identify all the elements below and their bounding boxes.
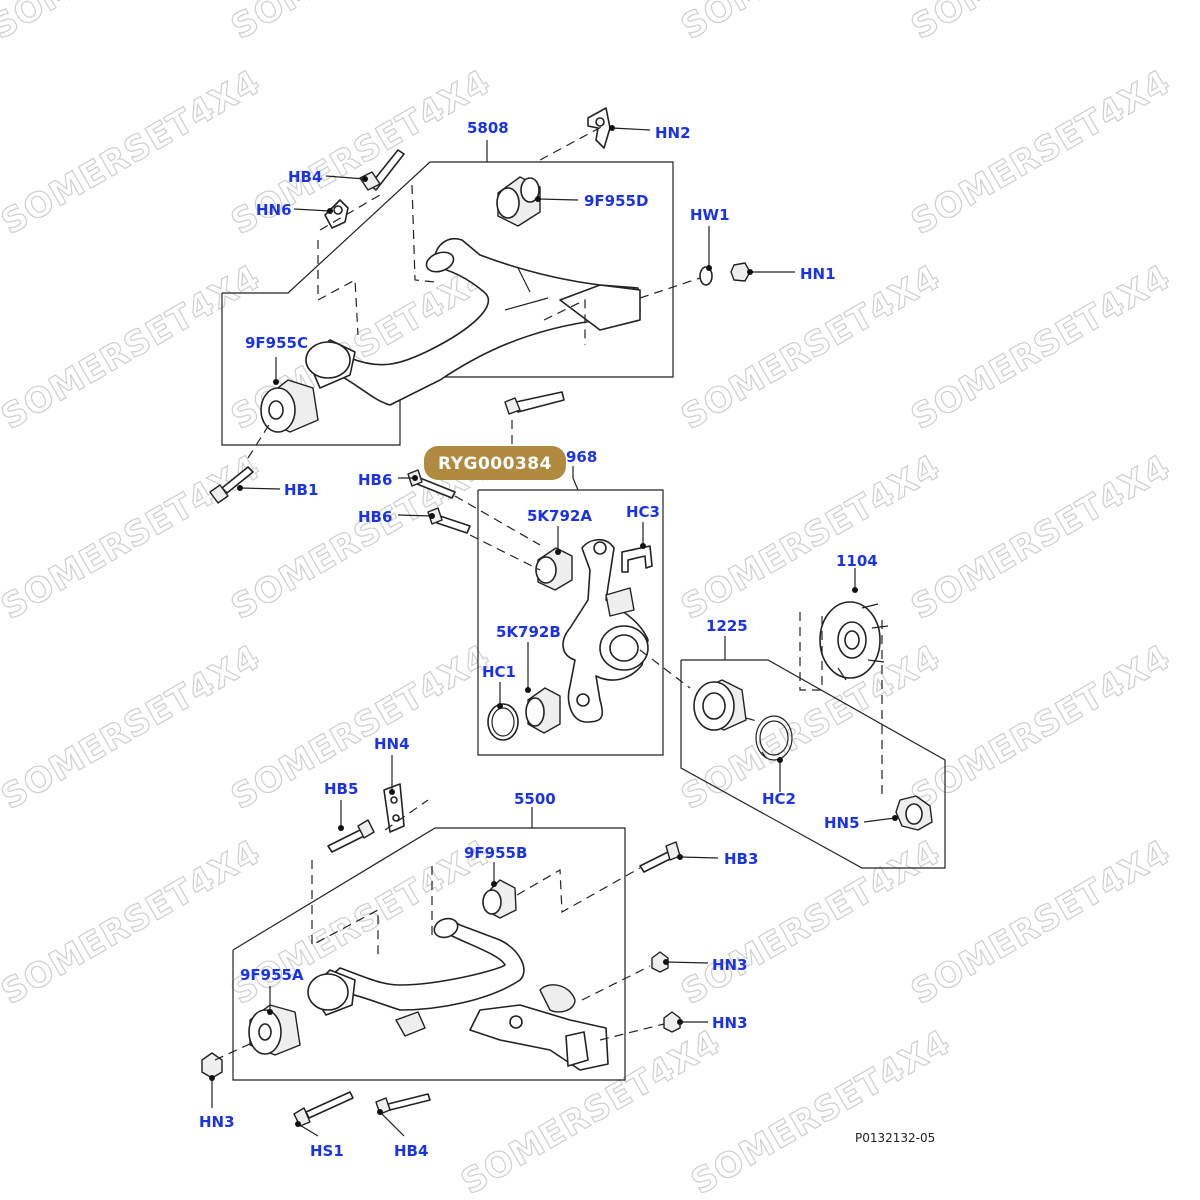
watermark-text: SOMERSET4X4 <box>905 0 1178 48</box>
figure-reference-code: P0132132-05 <box>855 1131 935 1145</box>
part-label-hb5: HB5 <box>324 780 358 798</box>
part-label-hn4: HN4 <box>374 735 410 753</box>
part-label-hn3: HN3 <box>199 1113 235 1131</box>
lower-arm-group: HN4 HB5 5500 HB3 9F955B HN3 HN3 9F955A H… <box>199 735 758 1160</box>
part-label-hb3: HB3 <box>724 850 758 868</box>
upper-control-arm-icon <box>329 237 641 406</box>
part-label-hn5: HN5 <box>824 814 860 832</box>
watermark-text: SOMERSET4X4 <box>675 832 948 1013</box>
reference-badge: RYG000384 <box>424 446 566 480</box>
circlip-icon <box>487 703 519 741</box>
part-label-hb4: HB4 <box>288 168 322 186</box>
part-label-hn3: HN3 <box>712 1014 748 1032</box>
knuckle-icon <box>562 538 649 723</box>
knuckle-group: 968 HB6 HB6 5K792A HC3 5K792B HC1 <box>358 448 691 756</box>
clip-icon <box>621 545 653 573</box>
watermark-text: SOMERSET4X4 <box>0 637 267 818</box>
group-outline <box>221 161 674 446</box>
part-label-5k792b: 5K792B <box>496 623 561 641</box>
bolt-icon <box>427 507 471 534</box>
wheel-hub-icon <box>819 601 889 681</box>
watermark-text: SOMERSET4X4 <box>905 257 1178 438</box>
watermark-text: SOMERSET4X4 <box>0 0 257 48</box>
bushing-icon <box>535 547 573 591</box>
watermark-text: SOMERSET4X4 <box>675 0 948 48</box>
bolt-icon <box>209 466 254 504</box>
assembly-axis <box>319 194 381 231</box>
part-label-hb4: HB4 <box>394 1142 428 1160</box>
nut-icon <box>201 1052 223 1079</box>
bushing-icon <box>496 176 541 227</box>
part-label-968: 968 <box>566 448 597 466</box>
part-label-hb1: HB1 <box>284 481 318 499</box>
part-label-hn6: HN6 <box>256 201 292 219</box>
badge-label: RYG000384 <box>438 454 552 474</box>
watermark-text: SOMERSET4X4 <box>225 637 498 818</box>
group-outline <box>232 827 626 1081</box>
nut-icon <box>730 262 751 282</box>
nut-icon <box>895 795 933 831</box>
bushing-icon <box>482 879 517 919</box>
part-label-hc1: HC1 <box>482 663 516 681</box>
part-label-9f955b: 9F955B <box>464 844 527 862</box>
bolt-icon <box>327 819 375 853</box>
nut-icon <box>663 1011 681 1033</box>
bolt-icon <box>293 1091 354 1127</box>
part-label-hn1: HN1 <box>800 265 836 283</box>
part-label-5500: 5500 <box>514 790 556 808</box>
bolt-icon <box>639 841 681 873</box>
bushing-icon <box>525 687 561 734</box>
bolt-icon <box>504 391 565 415</box>
group-outline <box>680 659 946 869</box>
watermark-text: SOMERSET4X4 <box>225 0 498 48</box>
watermark-text: SOMERSET4X4 <box>0 257 267 438</box>
part-label-9f955c: 9F955C <box>245 334 308 352</box>
watermark-text: SOMERSET4X4 <box>0 447 267 628</box>
bushing-icon <box>248 969 356 1056</box>
circlip-icon <box>755 715 793 761</box>
nut-icon <box>651 951 669 973</box>
assembly-axis <box>411 184 436 283</box>
part-label-9f955d: 9F955D <box>584 192 648 210</box>
part-label-hb6: HB6 <box>358 508 392 526</box>
part-label-9f955a: 9F955A <box>240 966 304 984</box>
watermark-text: SOMERSET4X4 <box>905 447 1178 628</box>
part-label-5808: 5808 <box>467 119 509 137</box>
assembly-axis <box>317 240 359 336</box>
watermark-text: SOMERSET4X4 <box>685 1022 958 1200</box>
wheel-bearing-icon <box>693 679 747 731</box>
part-label-1104: 1104 <box>836 552 878 570</box>
part-label-hw1: HW1 <box>690 206 730 224</box>
assembly-axis <box>543 299 586 345</box>
part-label-5k792a: 5K792A <box>527 507 592 525</box>
watermark-text: SOMERSET4X4 <box>675 257 948 438</box>
watermark-text: SOMERSET4X4 <box>0 62 267 243</box>
part-label-hn3: HN3 <box>712 956 748 974</box>
watermark-text: SOMERSET4X4 <box>675 447 948 628</box>
hub-bearing-group: 1104 1225 HC2 HN5 <box>680 552 946 869</box>
assembly-axis <box>539 124 606 161</box>
assembly-axis <box>639 277 701 299</box>
clip-icon <box>324 199 349 229</box>
bushing-icon <box>260 339 356 433</box>
washer-icon <box>699 266 713 286</box>
watermark-text: SOMERSET4X4 <box>905 62 1178 243</box>
part-label-hc3: HC3 <box>626 503 660 521</box>
group-outline <box>477 489 664 756</box>
part-label-hb6: HB6 <box>358 471 392 489</box>
part-label-hs1: HS1 <box>310 1142 344 1160</box>
upper-arm-group: 5808 HN2 HB4 HN6 9F955D HW1 HN1 9F955C H… <box>209 107 836 504</box>
bolt-icon <box>375 1093 431 1115</box>
assembly-axis <box>247 419 273 459</box>
part-label-1225: 1225 <box>706 617 748 635</box>
part-label-hc2: HC2 <box>762 790 796 808</box>
part-label-hn2: HN2 <box>655 124 691 142</box>
lower-control-arm-icon <box>314 917 609 1071</box>
watermark-text: SOMERSET4X4 <box>0 832 267 1013</box>
